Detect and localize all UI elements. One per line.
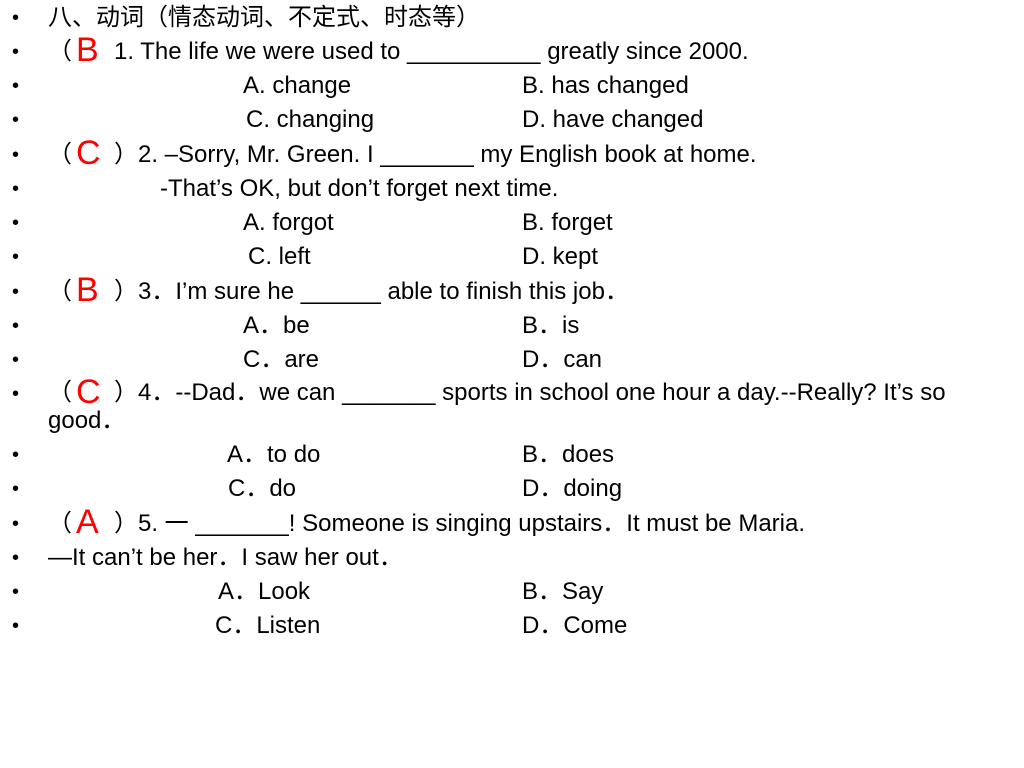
question-2-reply-text: -That’s OK, but don’t forget next time. xyxy=(160,175,559,202)
question-5: • （ ）5. 一 _______! Someone is singing upst… xyxy=(0,503,1024,542)
option-right: D．Come xyxy=(522,612,628,639)
bullet-marker: • xyxy=(12,349,20,371)
question-1: • （ 1. The life we were used to __________… xyxy=(0,31,1024,70)
section-heading-text: 八、动词（情态动词、不定式、时态等） xyxy=(48,4,480,31)
answer-letter: B xyxy=(76,31,99,69)
question-5-reply-text: —It can’t be her．I saw her out． xyxy=(48,544,403,571)
option-left: C. left xyxy=(248,243,311,270)
question-3-options-ab: • A．be B．is xyxy=(0,310,1024,344)
option-right: B．does xyxy=(522,441,615,468)
bullet-marker: • xyxy=(12,444,20,466)
question-4-options-ab: • A．to do B．does xyxy=(0,439,1024,473)
answer-letter: A xyxy=(76,503,99,541)
option-left: A．to do xyxy=(227,441,321,468)
bullet-marker: • xyxy=(12,212,20,234)
open-paren: （ xyxy=(48,379,72,406)
question-1-options-cd: • C. changing D. have changed xyxy=(0,104,1024,138)
answer-letter: C xyxy=(76,373,101,411)
bullet-marker: • xyxy=(12,478,20,500)
question-text: ）3．I’m sure he ______ able to finish thi… xyxy=(114,278,629,305)
question-text: ）5. 一 _______! Someone is singing upstai… xyxy=(114,510,806,537)
bullet-marker: • xyxy=(12,581,20,603)
question-3-options-cd: • C．are D．can xyxy=(0,344,1024,378)
option-right: B. has changed xyxy=(522,72,689,99)
option-left: C. changing xyxy=(246,106,375,133)
answer-letter: C xyxy=(76,134,101,172)
option-left: A．Look xyxy=(218,578,311,605)
question-text: ）2. –Sorry, Mr. Green. I _______ my Engl… xyxy=(114,141,757,168)
open-paren: （ xyxy=(48,278,72,305)
bullet-marker: • xyxy=(12,281,20,303)
option-right: D．doing xyxy=(522,475,623,502)
option-right: D. kept xyxy=(522,243,599,270)
bullet-marker: • xyxy=(12,144,20,166)
question-2-options-cd: • C. left D. kept xyxy=(0,241,1024,275)
option-left: A. forgot xyxy=(243,209,334,236)
question-body: ）4．--Dad．we can _______ sports in school… xyxy=(48,379,946,434)
question-5-options-ab: • A．Look B．Say xyxy=(0,576,1024,610)
question-5-reply: • —It can’t be her．I saw her out． xyxy=(0,542,1024,576)
bullet-marker: • xyxy=(12,7,20,29)
question-2-reply: • -That’s OK, but don’t forget next time. xyxy=(0,173,1024,207)
bullet-marker: • xyxy=(12,547,20,569)
bullet-marker: • xyxy=(12,109,20,131)
option-right: B．Say xyxy=(522,578,604,605)
question-3: • （ ）3．I’m sure he ______ able to finish t… xyxy=(0,271,1024,310)
option-left: C．are xyxy=(243,346,320,373)
option-left: A．be xyxy=(243,312,310,339)
option-right: D．can xyxy=(522,346,603,373)
question-text: 1. The life we were used to __________ g… xyxy=(114,38,749,65)
bullet-marker: • xyxy=(12,383,20,405)
answer-letter: B xyxy=(76,271,99,309)
question-2: • （ ）2. –Sorry, Mr. Green. I _______ my En… xyxy=(0,134,1024,173)
question-1-options-ab: • A. change B. has changed xyxy=(0,70,1024,104)
bullet-marker: • xyxy=(12,178,20,200)
question-5-options-cd: • C．Listen D．Come xyxy=(0,610,1024,644)
option-left: A. change xyxy=(243,72,352,99)
open-paren: （ xyxy=(48,510,72,537)
bullet-marker: • xyxy=(12,41,20,63)
bullet-marker: • xyxy=(12,246,20,268)
option-right: B. forget xyxy=(522,209,613,236)
option-right: D. have changed xyxy=(522,106,704,133)
question-text: （）4．--Dad．we can _______ sports in schoo… xyxy=(48,379,1016,435)
bullet-marker: • xyxy=(12,315,20,337)
question-2-options-ab: • A. forgot B. forget xyxy=(0,207,1024,241)
question-4-options-cd: • C．do D．doing xyxy=(0,473,1024,507)
question-4: • （）4．--Dad．we can _______ sports in scho… xyxy=(0,373,1024,440)
section-heading: • 八、动词（情态动词、不定式、时态等） xyxy=(0,2,1024,36)
bullet-marker: • xyxy=(12,615,20,637)
option-left: C．do xyxy=(228,475,297,502)
bullet-marker: • xyxy=(12,513,20,535)
open-paren: （ xyxy=(48,38,72,65)
bullet-marker: • xyxy=(12,75,20,97)
option-right: B．is xyxy=(522,312,580,339)
open-paren: （ xyxy=(48,141,72,168)
option-left: C．Listen xyxy=(215,612,321,639)
